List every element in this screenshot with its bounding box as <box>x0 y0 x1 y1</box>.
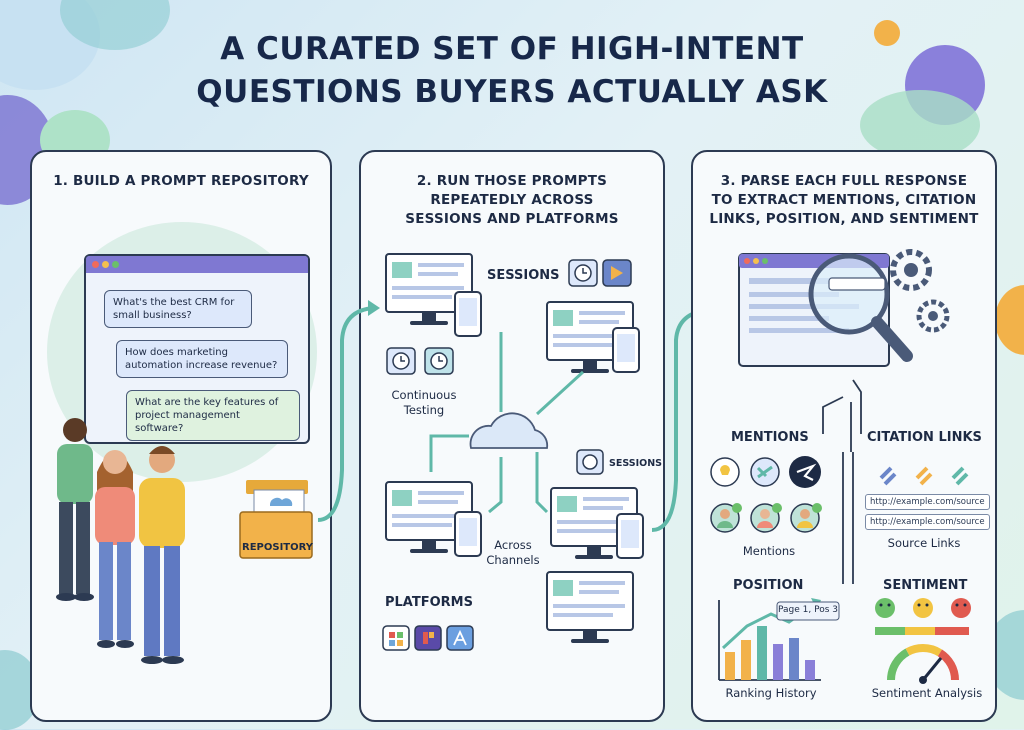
parse-illustration <box>710 249 971 684</box>
repository-label: REPOSITORY <box>242 542 314 553</box>
prompt-window: What's the best CRM for small business? … <box>84 254 310 444</box>
panel-build-repository: 1. BUILD A PROMPT REPOSITORY What's the … <box>30 150 332 722</box>
question-bubble-1: What's the best CRM for small business? <box>104 290 252 328</box>
sessions-small-label: SESSIONS <box>609 458 662 469</box>
sessions-label: SESSIONS <box>487 268 560 283</box>
panel3-heading-line1: 3. PARSE EACH FULL RESPONSE <box>720 173 968 189</box>
continuous-line2: Testing <box>403 403 445 417</box>
position-callout: Page 1, Pos 3 <box>778 605 838 615</box>
panel-run-prompts: 2. RUN THOSE PROMPTS REPEATEDLY ACROSS S… <box>359 150 665 722</box>
panel1-heading: 1. BUILD A PROMPT REPOSITORY <box>53 173 309 189</box>
page-title-line2: QUESTIONS BUYERS ACTUALLY ASK <box>196 74 828 110</box>
platforms-label: PLATFORMS <box>385 595 473 610</box>
source-links-caption: Source Links <box>887 536 961 550</box>
sentiment-label: SENTIMENT <box>883 578 968 593</box>
continuous-line1: Continuous <box>391 388 457 402</box>
panel2-heading-line2: REPEATEDLY ACROSS <box>430 192 594 208</box>
mentions-caption: Mentions <box>742 544 796 558</box>
continuous-testing-caption: Continuous Testing <box>379 388 469 418</box>
page-title-line1: A CURATED SET OF HIGH-INTENT <box>220 31 804 67</box>
mentions-label: MENTIONS <box>731 430 809 445</box>
run-prompts-illustration <box>382 253 644 651</box>
prompt-window-titlebar <box>86 256 308 273</box>
citation-url-1[interactable]: http://example.com/source <box>865 494 990 510</box>
page-title: A CURATED SET OF HIGH-INTENT QUESTIONS B… <box>0 28 1024 114</box>
panel2-heading-line1: 2. RUN THOSE PROMPTS <box>416 173 608 189</box>
panel3-heading-line2: TO EXTRACT MENTIONS, CITATION <box>711 192 977 208</box>
across-line2: Channels <box>486 553 540 567</box>
window-dot-yellow <box>102 261 109 268</box>
panel-parse-responses: 3. PARSE EACH FULL RESPONSE TO EXTRACT M… <box>691 150 997 722</box>
question-bubble-2: How does marketing automation increase r… <box>116 340 288 378</box>
bg-dot-orange <box>874 20 900 46</box>
across-line1: Across <box>494 538 532 552</box>
panel2-heading-line3: SESSIONS AND PLATFORMS <box>405 211 619 227</box>
people-illustration <box>56 418 313 664</box>
position-label: POSITION <box>733 578 804 593</box>
window-dot-green <box>112 261 119 268</box>
across-channels-caption: Across Channels <box>473 538 553 568</box>
panel2-heading: 2. RUN THOSE PROMPTS REPEATEDLY ACROSS S… <box>361 172 663 229</box>
panel3-heading: 3. PARSE EACH FULL RESPONSE TO EXTRACT M… <box>693 172 995 229</box>
question-bubble-3: What are the key features of project man… <box>126 390 300 441</box>
window-dot-red <box>92 261 99 268</box>
ranking-history-caption: Ranking History <box>725 686 817 700</box>
citation-links-label: CITATION LINKS <box>867 430 982 445</box>
citation-url-2[interactable]: http://example.com/source <box>865 514 990 530</box>
sentiment-analysis-caption: Sentiment Analysis <box>871 686 983 700</box>
bg-blob-right-teal <box>860 90 980 160</box>
panel3-heading-line3: LINKS, POSITION, AND SENTIMENT <box>709 211 979 227</box>
